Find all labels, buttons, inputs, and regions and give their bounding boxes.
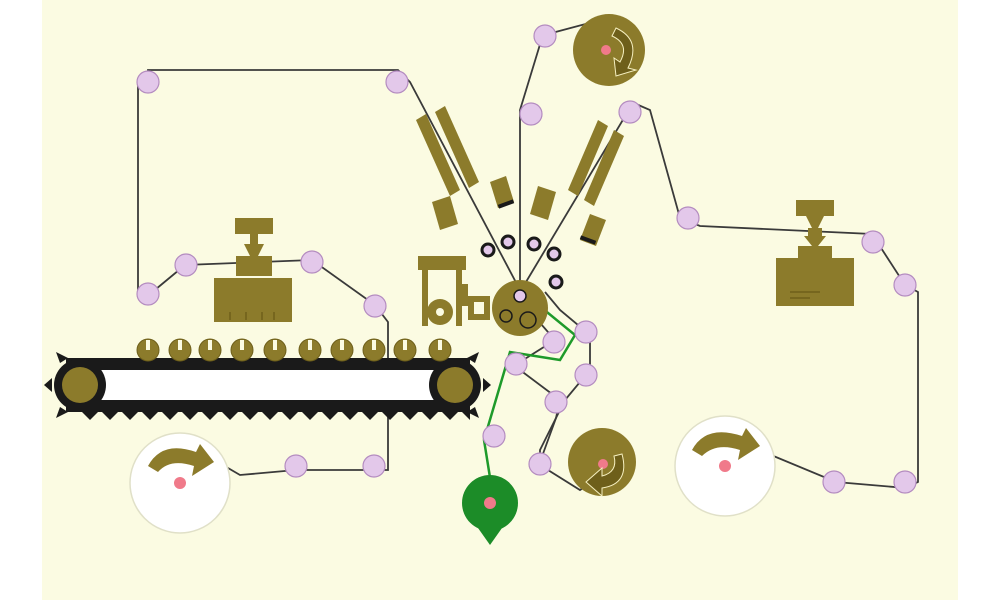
right-press-unit	[776, 200, 854, 306]
idler-roller	[574, 320, 598, 344]
idler-roller	[533, 24, 557, 48]
web-path-top-down	[519, 27, 546, 292]
idler-roller	[174, 253, 198, 277]
blade-right-inner	[584, 130, 624, 206]
idler-roller	[893, 273, 917, 297]
reel-hub	[174, 477, 186, 489]
feeder-mechanism	[418, 256, 490, 326]
idler-rollers	[136, 24, 917, 494]
conveyor-pucks	[136, 338, 452, 362]
idler-roller	[528, 452, 552, 476]
puck	[393, 338, 417, 362]
block-left-b-edge	[497, 199, 515, 209]
idler-roller	[544, 390, 568, 414]
block-right-a	[530, 186, 556, 220]
puck	[168, 338, 192, 362]
idler-roller	[136, 70, 160, 94]
puck	[362, 338, 386, 362]
curved-rotation-arrow-icon	[585, 453, 625, 498]
idler-roller	[284, 454, 308, 478]
idler-roller	[618, 100, 642, 124]
reel-hub	[598, 459, 608, 469]
puck	[198, 338, 222, 362]
puck	[136, 338, 160, 362]
reel-hub	[719, 460, 731, 472]
green-reel-notch-icon	[478, 528, 502, 545]
idler-roller	[363, 294, 387, 318]
nip-roller	[526, 236, 542, 252]
idler-roller	[676, 206, 700, 230]
idler-roller	[362, 454, 386, 478]
idler-roller	[542, 330, 566, 354]
idler-roller	[300, 250, 324, 274]
nip-rollers	[480, 234, 564, 290]
curved-rotation-arrow-icon	[611, 27, 638, 77]
nip-roller	[546, 246, 562, 262]
main-drum	[492, 280, 548, 336]
conveyor-belt	[44, 338, 491, 420]
nip-roller	[480, 242, 496, 258]
block-left-a	[432, 196, 458, 230]
puck	[298, 338, 322, 362]
top-rewind-reel	[573, 14, 645, 86]
left-press-unit	[214, 218, 292, 322]
curved-rotation-arrow-icon	[148, 444, 214, 476]
puck	[230, 338, 254, 362]
puck	[263, 338, 287, 362]
idler-roller	[482, 424, 506, 448]
sprocket-right	[429, 352, 491, 418]
blade-right-outer	[568, 120, 608, 196]
idler-roller	[893, 470, 917, 494]
blade-left-outer	[416, 114, 460, 196]
idler-roller	[861, 230, 885, 254]
idler-roller	[519, 102, 543, 126]
idler-roller	[822, 470, 846, 494]
puck	[428, 338, 452, 362]
green-web-path	[482, 289, 577, 491]
nip-roller	[548, 274, 564, 290]
curved-rotation-arrow-icon	[692, 428, 760, 460]
nip-roller	[500, 234, 516, 250]
idler-roller	[504, 352, 528, 376]
right-unwind-reel	[674, 415, 776, 517]
left-unwind-reel	[129, 432, 231, 534]
bottom-rewind-reel	[568, 428, 636, 498]
block-right-b-edge	[579, 235, 597, 245]
idler-roller	[136, 282, 160, 306]
sprocket-left	[44, 352, 106, 418]
idler-roller	[574, 363, 598, 387]
blade-left-inner	[435, 106, 479, 188]
puck	[330, 338, 354, 362]
idler-roller	[385, 70, 409, 94]
block-left-b	[490, 176, 514, 208]
green-web	[462, 289, 577, 545]
reel-hub	[601, 45, 611, 55]
centre-station	[416, 106, 624, 336]
green-reel	[462, 475, 518, 545]
